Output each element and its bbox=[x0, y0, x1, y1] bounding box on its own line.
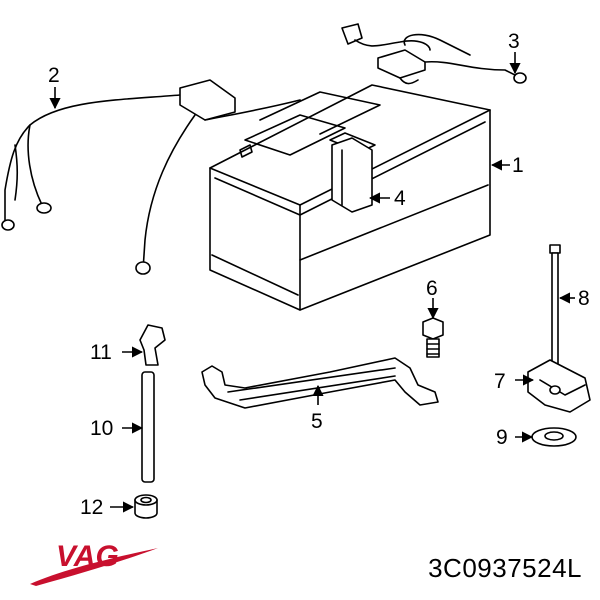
negative-cable-part bbox=[1, 79, 301, 275]
callout-11: 11 bbox=[90, 341, 112, 364]
vag-logo: VAG bbox=[30, 540, 158, 586]
callout-labels: 1 2 3 4 5 6 7 8 9 10 11 12 bbox=[48, 30, 590, 519]
bracket-part bbox=[527, 359, 591, 413]
logo-swoosh bbox=[30, 548, 158, 586]
callout-9: 9 bbox=[496, 426, 508, 449]
clamp-part bbox=[331, 137, 373, 213]
callout-6: 6 bbox=[426, 277, 438, 300]
grommet-part bbox=[134, 494, 158, 519]
callout-1: 1 bbox=[512, 154, 524, 177]
tray-support-part bbox=[201, 357, 439, 409]
leader-lines bbox=[49, 52, 575, 513]
logo-text: VAG bbox=[56, 540, 119, 573]
elbow-part bbox=[139, 324, 166, 366]
bolt-part bbox=[422, 317, 444, 358]
callout-2: 2 bbox=[48, 64, 60, 87]
callout-4: 4 bbox=[394, 187, 406, 210]
callout-8: 8 bbox=[578, 287, 590, 310]
callout-12: 12 bbox=[80, 496, 103, 519]
tube-part bbox=[141, 371, 155, 483]
positive-cable-part bbox=[341, 23, 527, 85]
callout-3: 3 bbox=[508, 30, 520, 53]
part-number: 3C0937524L bbox=[428, 553, 582, 583]
long-bolt-part bbox=[549, 244, 561, 366]
washer-part bbox=[531, 427, 577, 447]
callout-10: 10 bbox=[90, 417, 113, 440]
callout-5: 5 bbox=[311, 410, 323, 433]
callout-7: 7 bbox=[494, 370, 506, 393]
